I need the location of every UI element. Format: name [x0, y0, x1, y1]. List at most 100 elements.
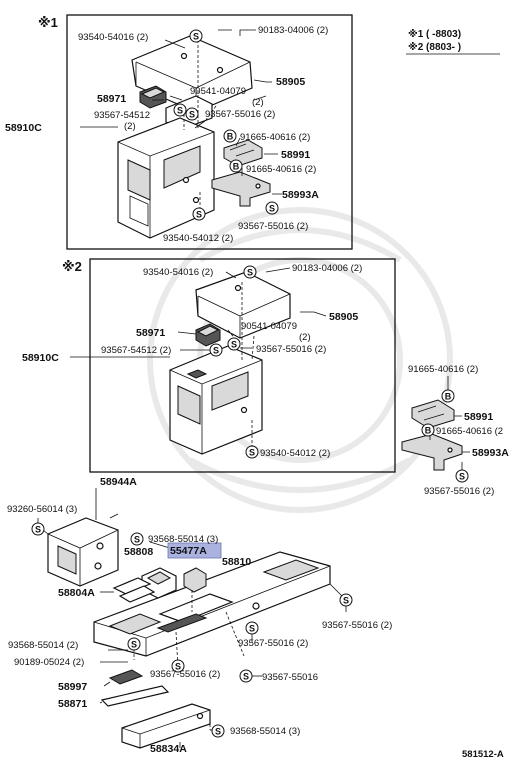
svg-text:S: S	[249, 448, 255, 458]
label-91665-40616-a-right: 91665-40616 (2)	[408, 364, 478, 375]
label-93540-54012-box2: 93540-54012 (2)	[260, 448, 330, 459]
svg-text:B: B	[445, 392, 452, 402]
label-93260-56014: 93260-56014 (3)	[7, 504, 77, 515]
svg-text:S: S	[35, 525, 41, 535]
mat-58804A	[112, 577, 156, 603]
label-93567-55016-r: 93567-55016 (2)	[322, 620, 392, 631]
label-93540-54012-box1: 93540-54012 (2)	[163, 233, 233, 244]
bracket-58991-right	[411, 399, 455, 429]
variant-2-frame	[89, 258, 396, 473]
label-90541-04079-box2: 90541-04079	[241, 321, 297, 332]
svg-text:B: B	[227, 132, 234, 142]
svg-text:S: S	[247, 268, 253, 278]
variant-1-range: ※1 ( -8803)	[408, 28, 461, 40]
b-badge: B	[223, 129, 237, 143]
s-badge: S	[239, 669, 253, 683]
b-badge: B	[441, 389, 455, 403]
s-badge: S	[127, 637, 141, 651]
bracket-58991-box1	[223, 139, 263, 167]
svg-text:S: S	[134, 535, 140, 545]
svg-text:S: S	[243, 672, 249, 682]
variant-2-mark: ※2	[62, 259, 82, 274]
variant-1-mark: ※1	[38, 15, 58, 30]
label-93568-55014-a: 93568-55014 (3)	[148, 534, 218, 545]
s-badge: S	[173, 103, 187, 117]
label-93568-55014-b: 93568-55014 (2)	[8, 640, 78, 651]
svg-text:S: S	[231, 340, 237, 350]
part-58997	[108, 669, 144, 685]
s-badge: S	[455, 469, 469, 483]
label-93567-55016-c: 93567-55016 (2)	[150, 669, 220, 680]
variant-2-range: ※2 (8803- )	[408, 41, 461, 53]
label-58810: 58810	[222, 556, 251, 568]
label-55477A: 55477A	[170, 545, 207, 557]
label-58971-box1: 58971	[97, 93, 126, 105]
s-badge: S	[339, 593, 353, 607]
svg-text:B: B	[233, 162, 240, 172]
bracket-58834A	[121, 703, 211, 749]
label-91665-40616-a-box1: 91665-40616 (2)	[240, 132, 310, 143]
s-badge: S	[192, 207, 206, 221]
svg-text:S: S	[215, 727, 221, 737]
label-58804A: 58804A	[58, 587, 95, 599]
s-badge: S	[185, 107, 199, 121]
s-badge: S	[189, 29, 203, 43]
label-58991-right: 58991	[464, 411, 493, 423]
b-badge: B	[229, 159, 243, 173]
label-90541-04079-box1: 90541-04079	[190, 86, 246, 97]
diagram-code: 581512-A	[462, 749, 504, 760]
knob-55477A	[183, 567, 207, 593]
svg-text:S: S	[175, 662, 181, 672]
svg-text:B: B	[425, 426, 432, 436]
label-93567-54512-box1: 93567-54512	[94, 110, 150, 121]
label-90189-05024: 90189-05024 (2)	[14, 657, 84, 668]
label-58997: 58997	[58, 681, 87, 693]
part-58871	[100, 685, 170, 707]
svg-text:S: S	[131, 640, 137, 650]
label-90541-qty-box2: (2)	[299, 332, 311, 343]
label-58993A-right: 58993A	[472, 447, 509, 459]
bracket-58993A-right	[401, 433, 463, 471]
console-58910C-box2	[169, 345, 263, 455]
s-badge: S	[211, 724, 225, 738]
s-badge: S	[245, 445, 259, 459]
svg-text:S: S	[196, 210, 202, 220]
label-58808: 58808	[124, 546, 153, 558]
s-badge: S	[171, 659, 185, 673]
svg-text:S: S	[459, 472, 465, 482]
s-badge: S	[31, 522, 45, 536]
bracket-58944A	[47, 517, 119, 587]
label-58991-box1: 58991	[281, 149, 310, 161]
label-58971-box2: 58971	[136, 327, 165, 339]
s-badge: S	[227, 337, 241, 351]
label-93567-55016-b-box1: 93567-55016 (2)	[238, 221, 308, 232]
b-badge: B	[421, 423, 435, 437]
switch-58971-box2	[195, 323, 221, 347]
label-58993A-box1: 58993A	[282, 189, 319, 201]
console-58810	[93, 551, 331, 657]
label-58871: 58871	[58, 698, 87, 710]
label-93540-54016-box2: 93540-54016 (2)	[143, 267, 213, 278]
label-58910C-box1: 58910C	[5, 122, 42, 134]
label-93567-55016-right: 93567-55016 (2)	[424, 486, 494, 497]
label-90183-04006-box2: 90183-04006 (2)	[292, 263, 362, 274]
svg-text:S: S	[249, 624, 255, 634]
s-badge: S	[245, 621, 259, 635]
label-58834A: 58834A	[150, 743, 187, 755]
label-91665-40616-b-box1: 91665-40616 (2)	[246, 164, 316, 175]
console-58910C-box1	[117, 117, 215, 239]
label-58910C-box2: 58910C	[22, 352, 59, 364]
label-91665-40616-b-right: 91665-40616 (2	[436, 426, 503, 437]
label-58944A: 58944A	[100, 476, 137, 488]
svg-text:S: S	[269, 204, 275, 214]
svg-text:S: S	[343, 596, 349, 606]
label-93567-55016-d: 93567-55016	[262, 672, 318, 683]
svg-text:S: S	[193, 32, 199, 42]
s-badge: S	[243, 265, 257, 279]
highlight-55477A	[167, 542, 222, 559]
label-90541-qty-box1: (2)	[252, 97, 264, 108]
label-93567-55016-box1: 93567-55016 (2)	[205, 109, 275, 120]
label-93540-54016-box1: 93540-54016 (2)	[78, 32, 148, 43]
svg-text:S: S	[177, 106, 183, 116]
switch-58971-box1	[139, 85, 167, 109]
